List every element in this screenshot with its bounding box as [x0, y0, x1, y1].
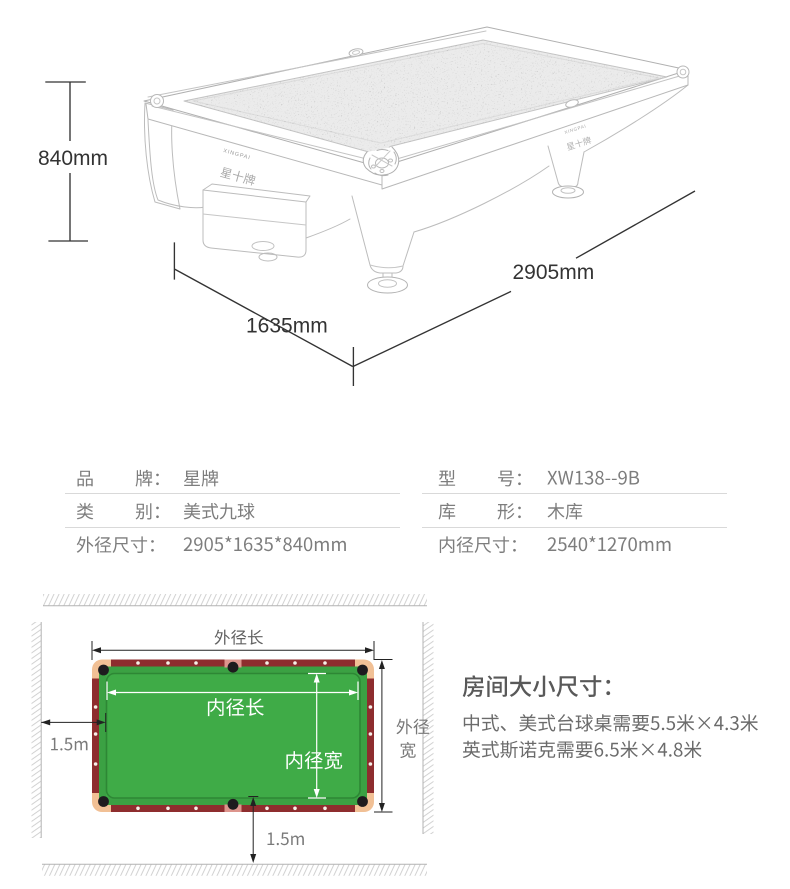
- svg-text:2905mm: 2905mm: [513, 261, 595, 284]
- svg-text:1635mm: 1635mm: [246, 315, 328, 338]
- svg-text:XINGPAI: XINGPAI: [564, 123, 587, 135]
- svg-text:840mm: 840mm: [38, 147, 108, 170]
